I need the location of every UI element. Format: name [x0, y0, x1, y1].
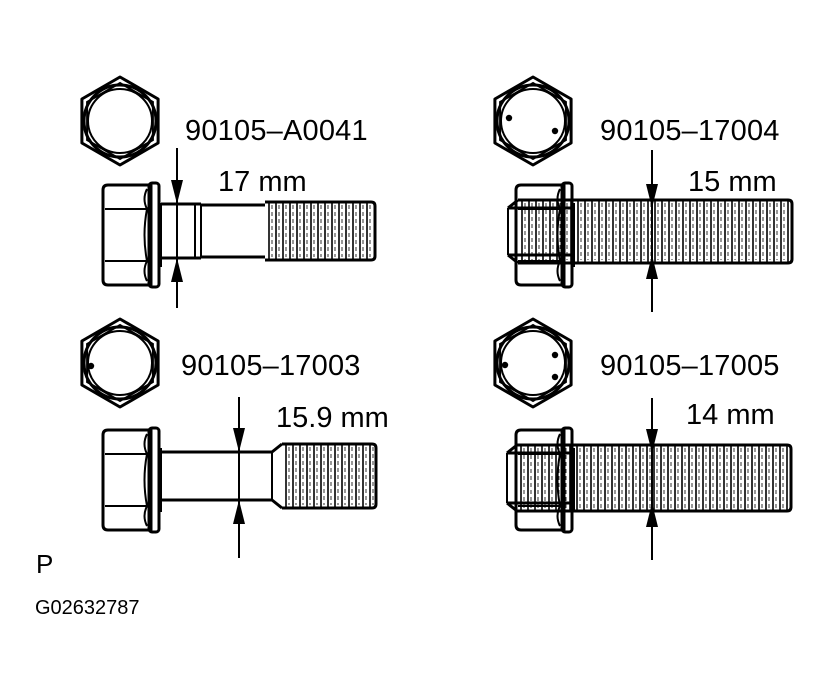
- bolt-bottom-right: [493, 317, 793, 560]
- bolt-flange: [560, 181, 574, 289]
- bolt-flange: [147, 426, 161, 534]
- hex-head-outline: [493, 75, 573, 167]
- part-number-top-left: 90105–A0041: [185, 115, 368, 147]
- diameter-dimension: [233, 397, 245, 558]
- head-mark-dot: [501, 361, 509, 369]
- head-mark-dot: [505, 114, 513, 122]
- flange-circle: [82, 325, 158, 401]
- head-mark-dot: [551, 351, 559, 359]
- thread-section: [265, 200, 377, 262]
- diameter-label-bottom-left: 15.9 mm: [276, 402, 389, 434]
- bolt-bottom-left: [80, 317, 378, 558]
- bolt-head-side: [101, 183, 153, 287]
- bolt-head-side: [101, 428, 153, 532]
- arrow-up-icon: [171, 258, 183, 282]
- arrow-down-icon: [646, 184, 658, 208]
- arrow-down-icon: [233, 428, 245, 452]
- diameter-label-top-right: 15 mm: [688, 166, 777, 198]
- hex-head-outline: [80, 75, 160, 167]
- head-mark-dot: [551, 127, 559, 135]
- diameter-label-top-left: 17 mm: [218, 166, 307, 198]
- diameter-dimension: [646, 398, 658, 560]
- arrow-up-icon: [233, 500, 245, 524]
- bolt-flange: [147, 181, 161, 289]
- part-number-bottom-left: 90105–17003: [181, 350, 361, 382]
- bolt-flange: [560, 426, 574, 534]
- bolt-top-left: [80, 75, 377, 308]
- arrow-down-icon: [646, 429, 658, 453]
- thread-section: [518, 198, 794, 265]
- part-number-top-right: 90105–17004: [600, 115, 780, 147]
- flange-circle: [495, 325, 571, 401]
- thread-section: [282, 442, 378, 510]
- hex-head-outline: [80, 317, 160, 409]
- bolt-head-side: [514, 428, 566, 532]
- diameter-dimension: [646, 150, 658, 312]
- head-mark-dot: [551, 373, 559, 381]
- flange-circle: [82, 83, 158, 159]
- diameter-dimension: [171, 148, 183, 308]
- figure-code: G02632787: [35, 597, 140, 619]
- hex-head-outline: [493, 317, 573, 409]
- bolt-head-side: [514, 183, 566, 287]
- arrow-down-icon: [171, 180, 183, 204]
- corner-label: P: [36, 549, 54, 579]
- bolt-top-right: [493, 75, 794, 312]
- arrow-up-icon: [646, 255, 658, 279]
- arrow-up-icon: [646, 503, 658, 527]
- part-number-bottom-right: 90105–17005: [600, 350, 780, 382]
- flange-circle: [495, 83, 571, 159]
- head-mark-dot: [87, 362, 95, 370]
- diameter-label-bottom-right: 14 mm: [686, 399, 775, 431]
- thread-section: [517, 443, 793, 513]
